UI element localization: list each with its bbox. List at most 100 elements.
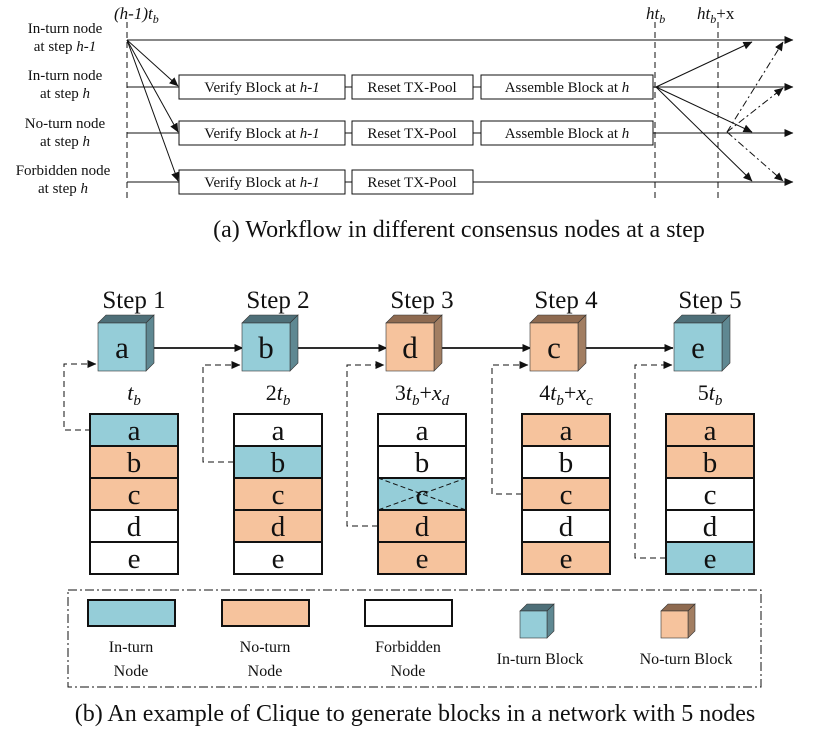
step-2-block-letter: b [258,330,274,365]
step-4-block-top [529,314,587,324]
node-letter: b [415,447,430,479]
noturn-broadcast-arrow-3 [726,131,784,182]
reset-box-forbidden [351,169,474,195]
node-cell [377,477,467,511]
workflow-diagram: (h-1)tb htb htb+x In-turn node at step h… [16,4,794,243]
step-5-node-a: a [665,413,755,447]
noturn-broadcast-arrow-2 [726,87,784,133]
step-3-node-d: d [377,509,467,543]
row-label-forbidden-step: at step h [38,181,88,197]
step-4-node-d: d [521,509,611,543]
step-3-block-side [433,314,443,372]
node-cell [665,509,755,543]
step-5-block-top [673,314,731,324]
step-3-block: d [385,314,443,372]
step-5-block: e [673,314,731,372]
node-cell [521,541,611,575]
step-4-node-a: a [521,413,611,447]
node-cell [377,509,467,543]
legend-label: Node [391,663,426,680]
step-4-block-letter: c [547,330,561,365]
broadcast-arrow-2 [126,39,179,133]
verify-box-noturn-text: Verify Block at h-1 [204,126,319,142]
node-cell [233,509,323,543]
step-3-block-top [385,314,443,324]
inturn-broadcast-arrow-1 [655,41,753,88]
step-3-node-e: e [377,541,467,575]
step-4-node-c: c [521,477,611,511]
inturn-broadcast-arrow-3 [655,86,753,182]
step-1-block-front [97,322,147,372]
legend-label: No-turn [240,639,291,656]
verify-box-inturn [178,74,346,100]
step-1-node-e: e [89,541,179,575]
legend-cube-front [519,610,548,639]
legend-label: In-turn Block [497,651,584,668]
step-3-block-letter: d [402,330,418,365]
node-letter: e [560,543,573,575]
legend: In-turnNodeNo-turnNodeForbiddenNodeIn-tu… [87,599,733,680]
node-letter: e [272,543,285,575]
node-letter: d [415,511,430,543]
step-1-block-letter: a [115,330,129,365]
step-4-block: c [529,314,587,372]
node-letter: d [559,511,574,543]
step-2-node-a: a [233,413,323,447]
node-letter: c [704,479,717,511]
legend-item-4: In-turn Block [497,603,584,668]
node-letter: b [559,447,574,479]
step-5-time: 5tb [698,380,723,409]
row-label-forbidden: Forbidden node [16,163,111,179]
step-5-block-side [721,314,731,372]
reset-box-forbidden-text: Reset TX-Pool [367,175,456,191]
node-cell [377,413,467,447]
step-1-node-a: a [89,413,179,447]
step-2-node-b: b [233,445,323,479]
node-cell [89,413,179,447]
node-letter: d [127,511,142,543]
step-2-node-e: e [233,541,323,575]
step-4-block-front [529,322,579,372]
node-letter: c [128,479,141,511]
step-1-node-c: c [89,477,179,511]
row-label-inturn-prev: In-turn node [28,21,103,37]
step-2-block-top [241,314,299,324]
reset-box-noturn-text: Reset TX-Pool [367,126,456,142]
step-3-label: Step 3 [390,287,453,314]
producer-link-step-5 [634,360,673,559]
step-2-block-side [289,314,299,372]
node-letter: c [272,479,285,511]
step-3-block-front [385,322,435,372]
node-cell [377,445,467,479]
step-2-node-d: d [233,509,323,543]
node-letter: b [127,447,142,479]
legend-swatch [364,599,453,627]
node-letter: e [416,543,429,575]
assemble-box-noturn-text: Assemble Block at h [505,126,630,142]
node-cell [665,477,755,511]
legend-label: Node [248,663,283,680]
step-5-node-c: c [665,477,755,511]
broadcast-arrow-3 [126,39,179,182]
step-2-label: Step 2 [246,287,309,314]
producer-link-step-3 [346,360,385,527]
legend-label: Node [114,663,149,680]
inturn-broadcast-arrow-2 [655,86,753,133]
step-4-node-e: e [521,541,611,575]
node-cell [89,477,179,511]
caption-b: (b) An example of Clique to generate blo… [75,701,756,727]
legend-cube-front [660,610,689,639]
reset-box-noturn [351,120,474,146]
verify-box-inturn-text: Verify Block at h-1 [204,80,319,96]
node-letter: e [128,543,141,575]
node-cell [665,413,755,447]
node-letter: a [128,415,141,447]
legend-label: No-turn Block [640,651,733,668]
